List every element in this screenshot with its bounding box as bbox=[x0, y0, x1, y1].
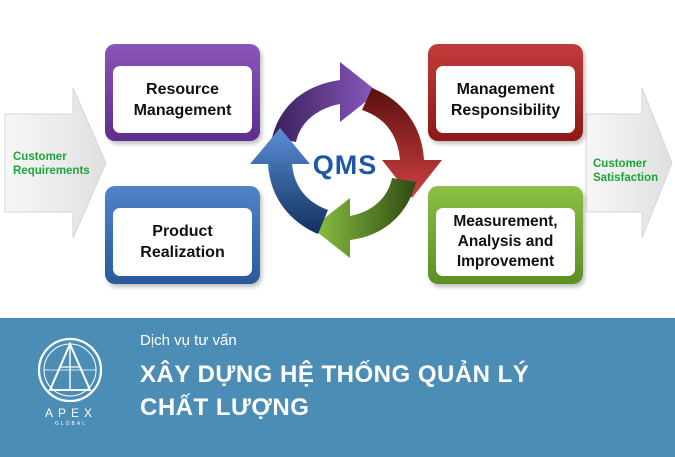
banner-title-line2: CHẤT LƯỢNG bbox=[140, 394, 310, 421]
cycle-arrow-green bbox=[312, 178, 416, 258]
product-realization-box: Product Realization bbox=[105, 186, 260, 284]
banner-title: XÂY DỰNG HỆ THỐNG QUẢN LÝ CHẤT LƯỢNG bbox=[140, 358, 660, 424]
qms-center-label: QMS bbox=[312, 150, 378, 180]
logo-wordmark: APEX bbox=[44, 406, 97, 420]
customer-requirements-label: Customer Requirements bbox=[13, 151, 90, 177]
cycle-arrow-purple bbox=[272, 62, 378, 142]
apex-logo-icon bbox=[37, 337, 103, 403]
left-input-arrow bbox=[4, 87, 107, 239]
customer-satisfaction-label: Customer Satisfaction bbox=[593, 158, 659, 184]
banner-title-line1: XÂY DỰNG HỆ THỐNG QUẢN LÝ bbox=[140, 361, 530, 388]
cycle-arrow-red bbox=[362, 88, 442, 198]
resource-management-label: Resource Management bbox=[113, 66, 252, 133]
qms-diagram: Customer Requirements Customer Satisfact… bbox=[4, 44, 673, 284]
right-output-arrow bbox=[585, 87, 673, 239]
logo-subtext: GLOBAL bbox=[54, 421, 87, 427]
management-responsibility-label: Management Responsibility bbox=[436, 66, 575, 133]
measurement-analysis-improvement-box: Measurement, Analysis and Improvement bbox=[428, 186, 583, 284]
resource-management-box: Resource Management bbox=[105, 44, 260, 141]
cycle-arrow-blue bbox=[250, 128, 328, 234]
title-banner: APEX GLOBAL Dịch vụ tư vấn XÂY DỰNG HỆ T… bbox=[0, 318, 675, 457]
measurement-analysis-improvement-label: Measurement, Analysis and Improvement bbox=[436, 208, 575, 276]
banner-subtitle: Dịch vụ tư vấn bbox=[140, 332, 237, 349]
product-realization-label: Product Realization bbox=[113, 208, 252, 276]
management-responsibility-box: Management Responsibility bbox=[428, 44, 583, 141]
arrows-layer bbox=[4, 62, 673, 258]
